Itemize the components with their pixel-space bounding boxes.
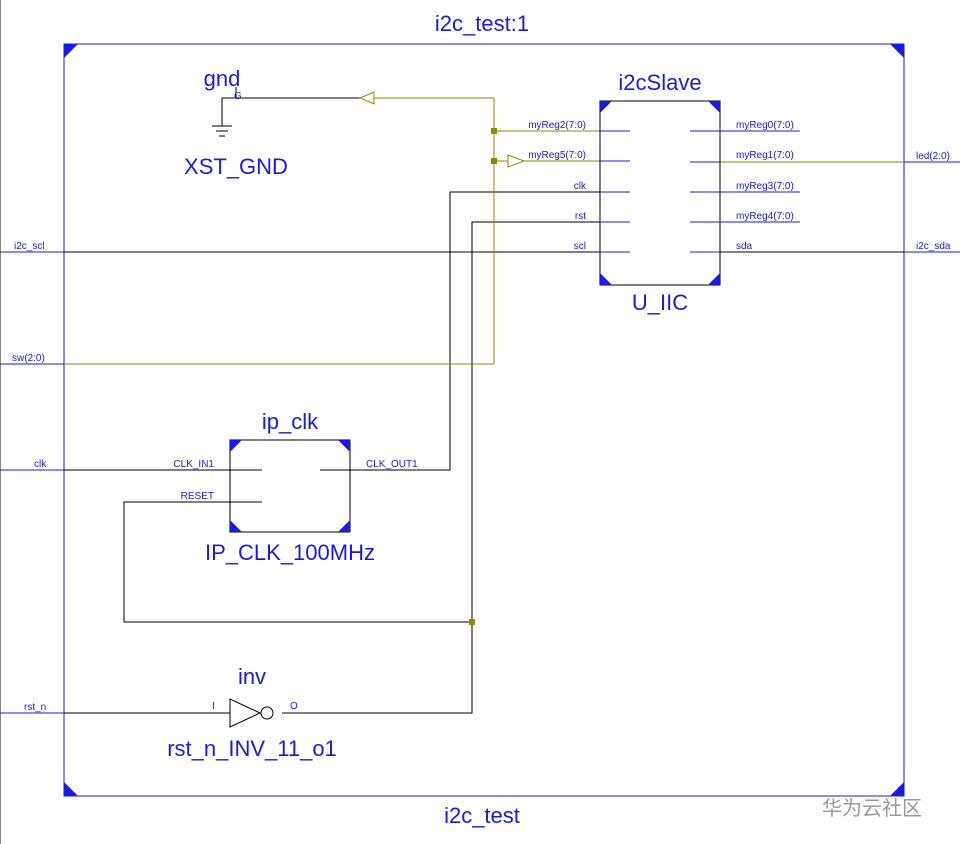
- ip-clk-block[interactable]: ip_clk IP_CLK_100MHz CLK_IN1 RESET CLK_O…: [173, 409, 418, 565]
- watermark: 华为云社区: [822, 796, 922, 820]
- corner-marker: [64, 44, 78, 58]
- myreg5-buffer-icon: [507, 154, 526, 168]
- junction-dot: [491, 158, 497, 164]
- port-label-sw[interactable]: sw(2:0): [12, 353, 45, 364]
- corner-marker: [890, 782, 904, 796]
- top-module-frame[interactable]: [63, 43, 905, 797]
- inverter-bubble-icon: [260, 706, 274, 720]
- inv-instance-label: rst_n_INV_11_o1: [167, 736, 337, 761]
- port-label-rst-n[interactable]: rst_n: [24, 702, 46, 713]
- right-output-wires: [720, 130, 800, 223]
- port-label-i2c-scl[interactable]: i2c_scl: [14, 241, 45, 252]
- ip-clk-pin-stubs: [230, 469, 350, 503]
- corner-marker: [230, 440, 242, 452]
- pin-myreg3: myReg3(7:0): [736, 181, 794, 192]
- ip-clk-instance-label: IP_CLK_100MHz: [205, 540, 375, 565]
- pin-myreg4: myReg4(7:0): [736, 211, 794, 222]
- corner-marker: [600, 273, 612, 285]
- net-clk-out[interactable]: [320, 191, 630, 471]
- corner-marker: [338, 440, 350, 452]
- pin-myreg0: myReg0(7:0): [736, 120, 794, 131]
- inv-out-pin: O: [290, 701, 298, 712]
- pin-myreg1: myReg1(7:0): [736, 150, 794, 161]
- pin-clk-in1: CLK_IN1: [173, 459, 214, 470]
- top-module-label: i2c_test: [444, 803, 520, 828]
- left-pin-stubs: [600, 130, 630, 253]
- corner-marker: [338, 520, 350, 532]
- port-label-clk[interactable]: clk: [34, 459, 47, 470]
- inv-type-label: inv: [238, 664, 266, 689]
- port-label-led[interactable]: led(2:0): [916, 151, 950, 162]
- pin-scl: scl: [574, 241, 586, 252]
- net-gnd[interactable]: [235, 87, 360, 99]
- i2cslave-body[interactable]: [599, 100, 721, 286]
- i2cslave-instance-label: U_IIC: [632, 290, 688, 315]
- pin-myreg5: myReg5(7:0): [528, 150, 586, 161]
- junction-dot: [469, 619, 475, 625]
- bus-sw[interactable]: [64, 97, 495, 365]
- corner-marker: [230, 520, 242, 532]
- gnd-instance-label: XST_GND: [184, 154, 288, 179]
- corner-marker: [600, 101, 612, 113]
- inv-in-pin: I: [212, 701, 215, 712]
- pin-sda: sda: [736, 241, 753, 252]
- net-reset[interactable]: [123, 221, 630, 623]
- pin-clk: clk: [574, 181, 587, 192]
- corner-marker: [890, 44, 904, 58]
- pin-clk-out1: CLK_OUT1: [366, 459, 418, 470]
- right-pin-stubs: [690, 130, 720, 253]
- i2cslave-block[interactable]: i2cSlave U_IIC myReg2(7:0) myReg5(7:0) c…: [528, 70, 800, 315]
- gnd-cell[interactable]: gnd G XST_GND: [184, 66, 288, 179]
- i2cslave-type-label: i2cSlave: [618, 70, 701, 95]
- gnd-buffer-icon: [358, 91, 375, 105]
- inverter-cell[interactable]: inv I O rst_n_INV_11_o1: [167, 664, 337, 761]
- pin-rst: rst: [575, 211, 586, 222]
- corner-marker: [708, 101, 720, 113]
- gnd-type-label: gnd: [204, 66, 241, 91]
- pin-myreg2: myReg2(7:0): [528, 120, 586, 131]
- port-label-i2c-sda[interactable]: i2c_sda: [916, 241, 951, 252]
- inverter-icon: [229, 698, 262, 728]
- junction-dot: [491, 128, 497, 134]
- ip-clk-type-label: ip_clk: [262, 409, 319, 434]
- top-instance-label: i2c_test:1: [435, 11, 529, 36]
- ground-icon: [212, 98, 232, 137]
- corner-marker: [64, 782, 78, 796]
- gnd-pin-label: G: [234, 91, 242, 102]
- pin-reset: RESET: [181, 491, 214, 502]
- net-rst-inv-out[interactable]: [282, 622, 473, 714]
- ip-clk-body[interactable]: [229, 439, 351, 533]
- corner-marker: [708, 273, 720, 285]
